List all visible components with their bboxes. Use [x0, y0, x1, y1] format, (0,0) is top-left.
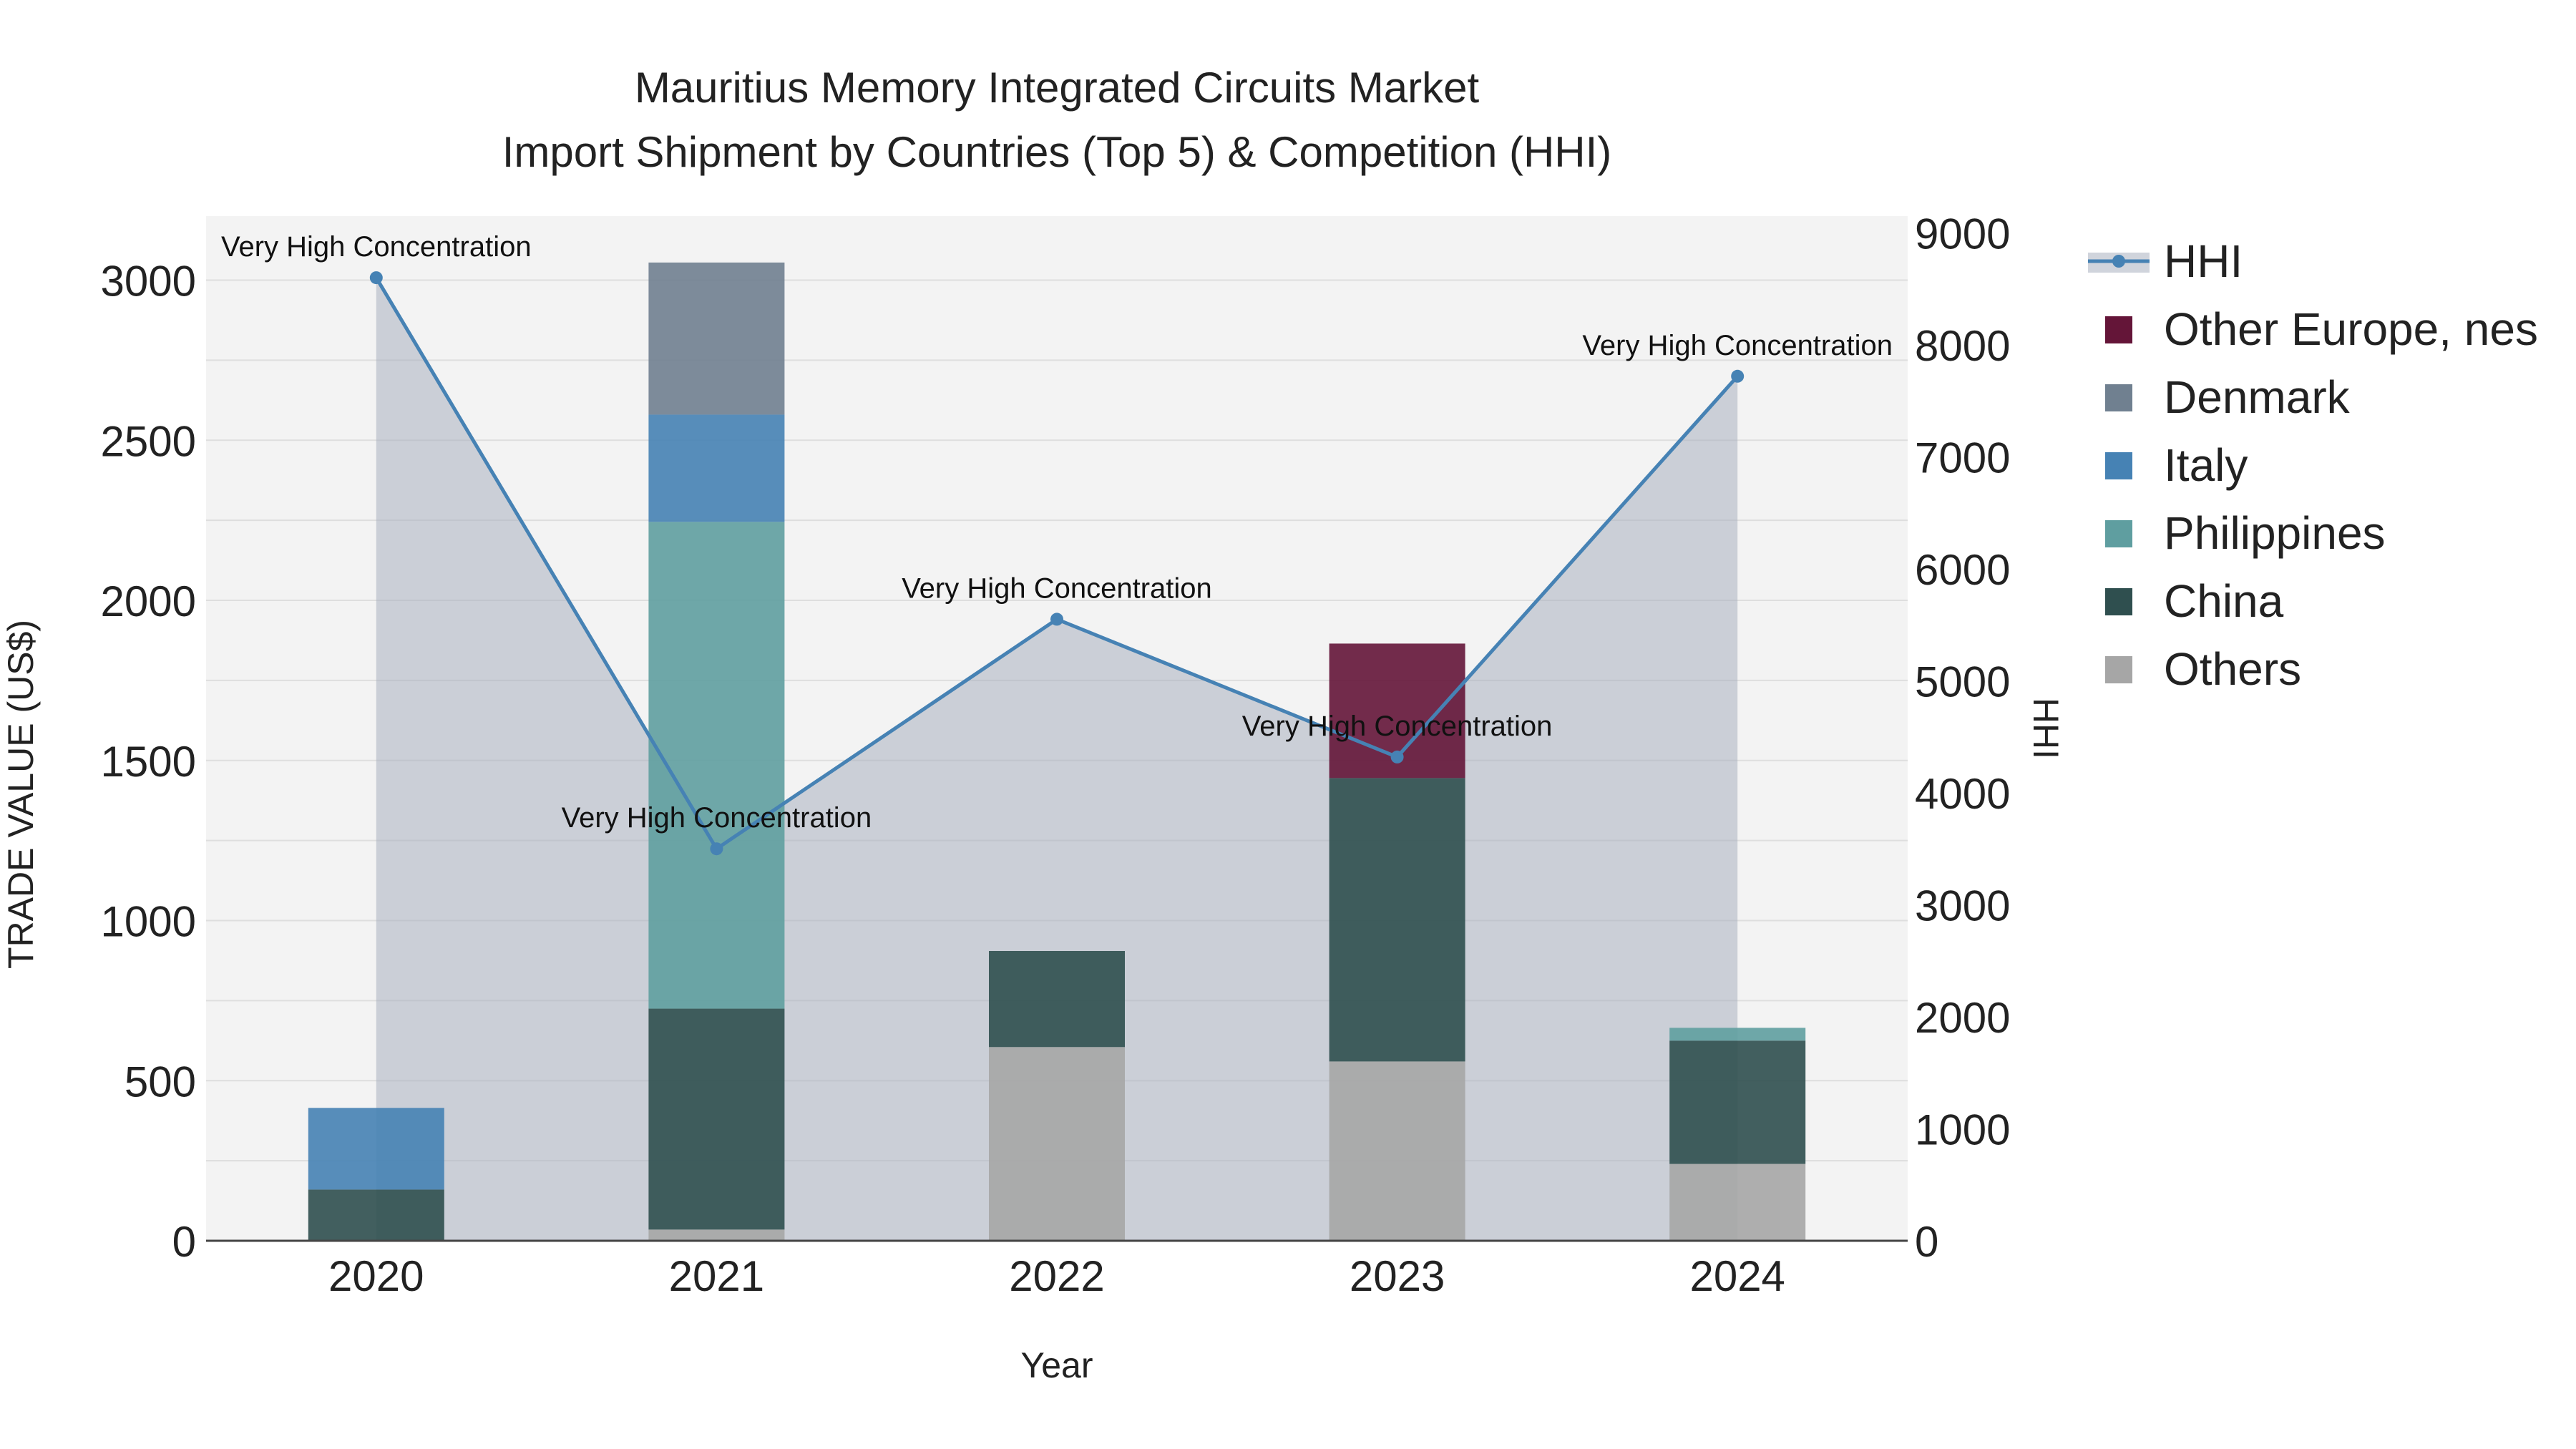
hhi-annotation: Very High Concentration [221, 231, 532, 263]
y2-tick-label: 9000 [1915, 210, 2010, 258]
hhi-annotation: Very High Concentration [902, 572, 1212, 604]
y-tick-label: 0 [172, 1218, 196, 1266]
hhi-annotation: Very High Concentration [1582, 330, 1893, 361]
legend-swatch-denmark [2105, 384, 2132, 411]
bar-china-2024 [1669, 1040, 1806, 1164]
legend-label-other-europe-nes: Other Europe, nes [2164, 303, 2538, 355]
y-axis-ticks: 0 500 1000 1500 2000 2500 3000 [101, 258, 196, 1267]
bar-china-2022 [989, 951, 1125, 1048]
legend-hhi-marker [2112, 255, 2125, 268]
y2-tick-label: 8000 [1915, 322, 2010, 370]
y2-tick-label: 6000 [1915, 546, 2010, 594]
x-tick-label: 2020 [328, 1252, 424, 1300]
x-tick-label: 2023 [1350, 1252, 1445, 1300]
legend-swatch-italy [2105, 452, 2132, 479]
hhi-line [369, 271, 1745, 856]
bar-others-2024 [1669, 1163, 1806, 1241]
y2-axis-title: HHI [2026, 698, 2066, 759]
bar-china-2021 [648, 1008, 785, 1230]
hhi-point [710, 842, 723, 856]
y2-axis-ticks: 0 1000 2000 3000 4000 5000 6000 7000 8000 9000 [1915, 210, 2010, 1266]
bar-italy-2021 [648, 414, 785, 522]
y2-tick-label: 4000 [1915, 770, 2010, 818]
bar-philippines-2024 [1669, 1028, 1806, 1041]
y2-tick-label: 5000 [1915, 658, 2010, 706]
legend-swatch-others [2105, 656, 2132, 683]
bar-denmark-2021 [648, 262, 785, 415]
y2-tick-label: 0 [1915, 1218, 1938, 1266]
hhi-point [1050, 613, 1063, 626]
legend-swatch-philippines [2105, 520, 2132, 547]
stacked-bars [308, 262, 1806, 1241]
bar-china-2023 [1329, 778, 1465, 1062]
y-tick-label: 2000 [101, 577, 196, 625]
y-tick-label: 2500 [101, 417, 196, 465]
bar-others-2022 [989, 1047, 1125, 1241]
y-tick-label: 1000 [101, 898, 196, 946]
bar-china-2020 [308, 1189, 444, 1241]
y-axis-title: TRADE VALUE (US$) [1, 620, 41, 969]
y2-tick-label: 3000 [1915, 882, 2010, 930]
legend-label-italy: Italy [2164, 439, 2248, 491]
y2-tick-label: 1000 [1915, 1106, 2010, 1153]
y-tick-label: 500 [125, 1058, 196, 1106]
chart-title-line1: Mauritius Memory Integrated Circuits Mar… [635, 64, 1480, 112]
hhi-point [1731, 369, 1745, 383]
x-axis-ticks: 2020 2021 2022 2023 2024 [328, 1252, 1785, 1300]
legend-swatch-china [2105, 588, 2132, 615]
x-tick-label: 2024 [1689, 1252, 1785, 1300]
x-tick-label: 2022 [1009, 1252, 1104, 1300]
hhi-annotation: Very High Concentration [1242, 711, 1553, 742]
legend: HHI Other Europe, nesDenmarkItalyPhilippi… [2088, 235, 2538, 695]
legend-label-hhi: HHI [2164, 235, 2243, 287]
hhi-annotation: Very High Concentration [562, 802, 872, 834]
y-tick-label: 3000 [101, 258, 196, 306]
x-axis-title: Year [1020, 1345, 1093, 1385]
bar-others-2023 [1329, 1061, 1465, 1241]
legend-label-philippines: Philippines [2164, 507, 2386, 559]
y-tick-label: 1500 [101, 738, 196, 786]
legend-swatch-other-europe-nes [2105, 316, 2132, 343]
y2-tick-label: 2000 [1915, 994, 2010, 1042]
hhi-point [369, 271, 383, 285]
legend-label-denmark: Denmark [2164, 371, 2351, 423]
bar-philippines-2021 [648, 522, 785, 1009]
bar-italy-2020 [308, 1108, 444, 1190]
hhi-point [1390, 750, 1404, 763]
chart-title-line2: Import Shipment by Countries (Top 5) & C… [502, 128, 1612, 176]
legend-label-others: Others [2164, 643, 2301, 695]
x-tick-label: 2021 [669, 1252, 764, 1300]
legend-label-china: China [2164, 575, 2284, 627]
bar-others-2021 [648, 1229, 785, 1241]
y2-tick-label: 7000 [1915, 434, 2010, 482]
